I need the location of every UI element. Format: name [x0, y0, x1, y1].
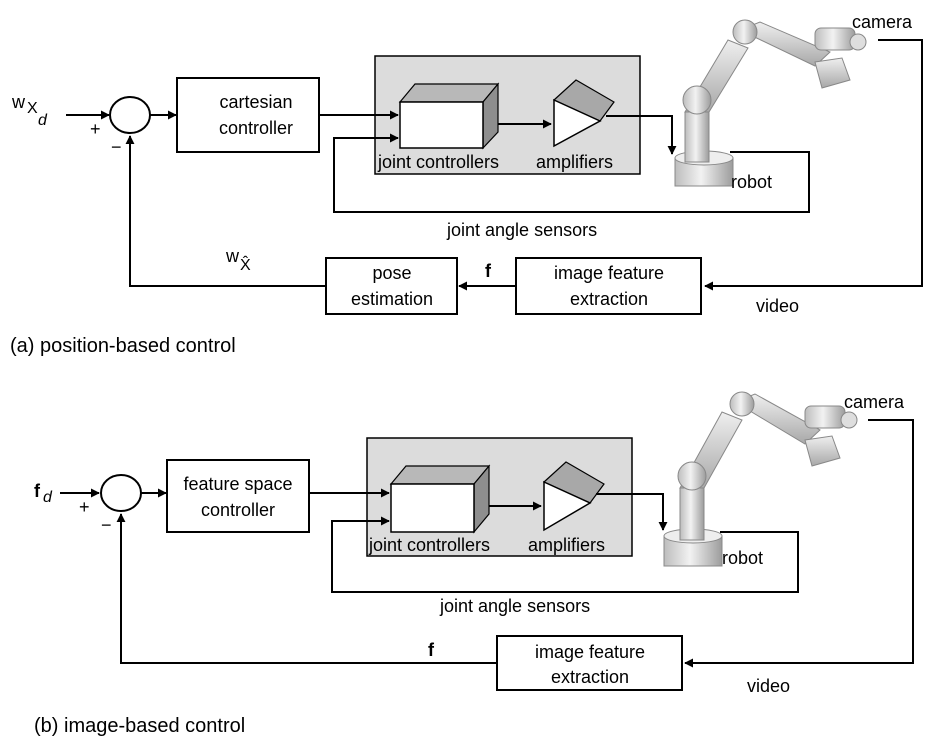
- feature-extraction-block: [496, 635, 683, 691]
- controller-line2: controller: [219, 118, 293, 138]
- summing-junction: [100, 474, 142, 512]
- f-label: f: [428, 640, 435, 660]
- joint-sensor-loop: [333, 133, 810, 213]
- joint-sensor-loop: [331, 516, 799, 593]
- feature-line2: extraction: [551, 667, 629, 687]
- controller-line1: cartesian: [219, 92, 292, 112]
- amplifiers-label: amplifiers: [528, 535, 605, 555]
- amplifier-triangle: [542, 461, 605, 532]
- joint-angle-sensors-label: joint angle sensors: [446, 220, 597, 240]
- cartesian-controller-block: [176, 77, 320, 153]
- joint-controllers-block: [398, 82, 500, 150]
- input-sub2: d: [38, 112, 48, 129]
- feature-extraction-block: [515, 257, 702, 315]
- plus-sign: +: [79, 497, 90, 517]
- pose-estimation-block: [325, 257, 458, 315]
- robot-label: robot: [722, 548, 763, 568]
- caption-b: (b) image-based control: [34, 715, 245, 737]
- camera-label: camera: [852, 12, 913, 32]
- pose-line2: estimation: [351, 289, 433, 309]
- feature-line2: extraction: [570, 289, 648, 309]
- minus-sign: −: [101, 515, 112, 535]
- video-wire: [704, 39, 923, 291]
- minus-sign: −: [111, 137, 122, 157]
- video-label: video: [756, 296, 799, 316]
- joint-controllers-label: joint controllers: [377, 152, 499, 172]
- pose-line1: pose: [372, 263, 411, 283]
- feature-space-controller-block: [166, 459, 310, 533]
- feedback-label: w: [225, 246, 240, 266]
- feature-feedback-arrow: [116, 513, 497, 664]
- joint-controllers-block: [389, 464, 491, 534]
- camera-label: camera: [844, 392, 905, 412]
- input-label: f: [34, 481, 41, 501]
- input-label: w: [11, 92, 26, 112]
- amp-to-robot-arrow: [606, 115, 677, 155]
- feedback-sub: X̂: [240, 254, 251, 274]
- panel-b: f d + − feature space controller joint c…: [34, 391, 914, 737]
- caption-a: (a) position-based control: [10, 335, 236, 357]
- controller-line2: controller: [201, 500, 275, 520]
- amp-to-robot-arrow: [596, 493, 668, 531]
- input-sub: X: [27, 100, 38, 117]
- amplifier-triangle: [552, 79, 615, 148]
- panel-a: w X d + − cartesian controller joint con…: [10, 12, 923, 357]
- f-label: f: [485, 261, 492, 281]
- robot-arm-graphic: [674, 19, 867, 187]
- summing-junction: [109, 96, 151, 134]
- feature-line1: image feature: [535, 642, 645, 662]
- input-sub: d: [43, 489, 53, 506]
- robot-arm-graphic: [663, 391, 858, 567]
- feature-line1: image feature: [554, 263, 664, 283]
- robot-label: robot: [731, 172, 772, 192]
- pose-feedback-arrow: [125, 135, 326, 287]
- controller-line1: feature space: [183, 474, 292, 494]
- plus-sign: +: [90, 119, 101, 139]
- video-label: video: [747, 676, 790, 696]
- joint-controllers-label: joint controllers: [368, 535, 490, 555]
- video-wire: [684, 419, 914, 668]
- joint-angle-sensors-label: joint angle sensors: [439, 596, 590, 616]
- amplifiers-label: amplifiers: [536, 152, 613, 172]
